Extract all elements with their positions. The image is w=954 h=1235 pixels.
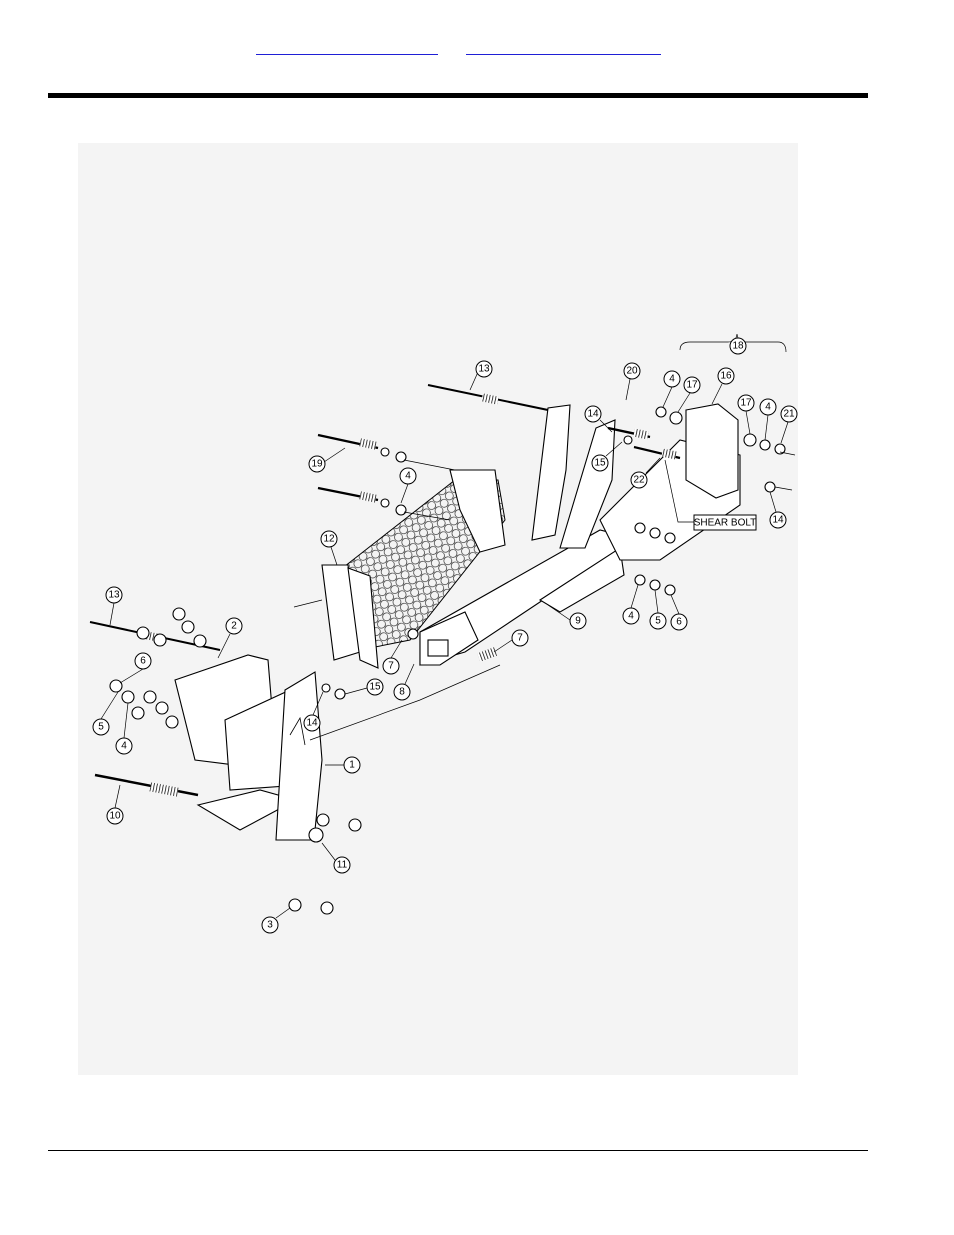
callout-3: 3 <box>262 908 290 933</box>
left-mount-assembly <box>175 655 322 840</box>
callout-6-lower: 6 <box>671 595 687 630</box>
svg-text:12: 12 <box>323 534 335 545</box>
callout-4-left: 4 <box>116 703 132 754</box>
svg-text:6: 6 <box>140 656 146 667</box>
svg-text:4: 4 <box>669 374 675 385</box>
callout-17-left: 17 <box>678 377 700 412</box>
callout-19: 19 <box>309 448 345 472</box>
callout-5-left: 5 <box>93 692 118 735</box>
svg-text:16: 16 <box>720 371 732 382</box>
svg-text:14: 14 <box>587 409 599 420</box>
svg-text:2: 2 <box>231 621 237 632</box>
callout-5-lower: 5 <box>650 590 666 629</box>
callout-2: 2 <box>218 618 242 658</box>
svg-text:4: 4 <box>628 611 634 622</box>
svg-text:18: 18 <box>732 341 744 352</box>
svg-text:17: 17 <box>740 398 752 409</box>
svg-text:7: 7 <box>388 661 394 672</box>
callout-16: 16 <box>712 368 734 404</box>
callout-10: 10 <box>107 785 123 824</box>
callout-20: 20 <box>624 363 640 400</box>
svg-text:14: 14 <box>306 718 318 729</box>
svg-text:20: 20 <box>626 366 638 377</box>
svg-text:14: 14 <box>772 515 784 526</box>
svg-text:1: 1 <box>349 760 355 771</box>
svg-text:4: 4 <box>405 471 411 482</box>
callout-15-left: 15 <box>345 679 383 695</box>
svg-text:13: 13 <box>478 364 490 375</box>
svg-text:22: 22 <box>633 475 645 486</box>
svg-text:6: 6 <box>676 617 682 628</box>
svg-text:10: 10 <box>109 811 121 822</box>
callout-6-left: 6 <box>120 653 151 683</box>
svg-text:19: 19 <box>311 459 323 470</box>
svg-text:5: 5 <box>655 616 661 627</box>
callout-14-right: 14 <box>770 492 786 528</box>
svg-text:4: 4 <box>765 402 771 413</box>
callout-13-top: 13 <box>470 361 492 390</box>
callout-4-upper: 4 <box>400 468 416 503</box>
svg-text:SHEAR BOLT: SHEAR BOLT <box>694 518 757 529</box>
callout-1: 1 <box>325 757 360 773</box>
callout-18: 18 <box>730 338 746 354</box>
svg-text:11: 11 <box>337 860 348 871</box>
callout-9: 9 <box>548 605 586 629</box>
callout-7-right: 7 <box>494 630 528 652</box>
callout-13-left: 13 <box>106 587 122 625</box>
svg-text:7: 7 <box>517 633 523 644</box>
callout-4-right: 4 <box>760 399 776 440</box>
callout-21: 21 <box>781 406 797 443</box>
svg-text:15: 15 <box>369 682 381 693</box>
callout-17-right: 17 <box>738 395 754 434</box>
svg-text:3: 3 <box>267 920 273 931</box>
svg-text:13: 13 <box>108 590 120 601</box>
svg-text:21: 21 <box>783 409 795 420</box>
callout-11: 11 <box>322 843 350 873</box>
callout-12: 12 <box>321 531 337 565</box>
svg-text:5: 5 <box>98 722 104 733</box>
svg-text:4: 4 <box>121 741 127 752</box>
callout-4-lower: 4 <box>623 585 639 624</box>
callout-4-top: 4 <box>663 371 680 407</box>
svg-text:9: 9 <box>575 616 581 627</box>
svg-text:8: 8 <box>399 687 405 698</box>
svg-text:15: 15 <box>594 458 606 469</box>
svg-text:17: 17 <box>686 380 698 391</box>
